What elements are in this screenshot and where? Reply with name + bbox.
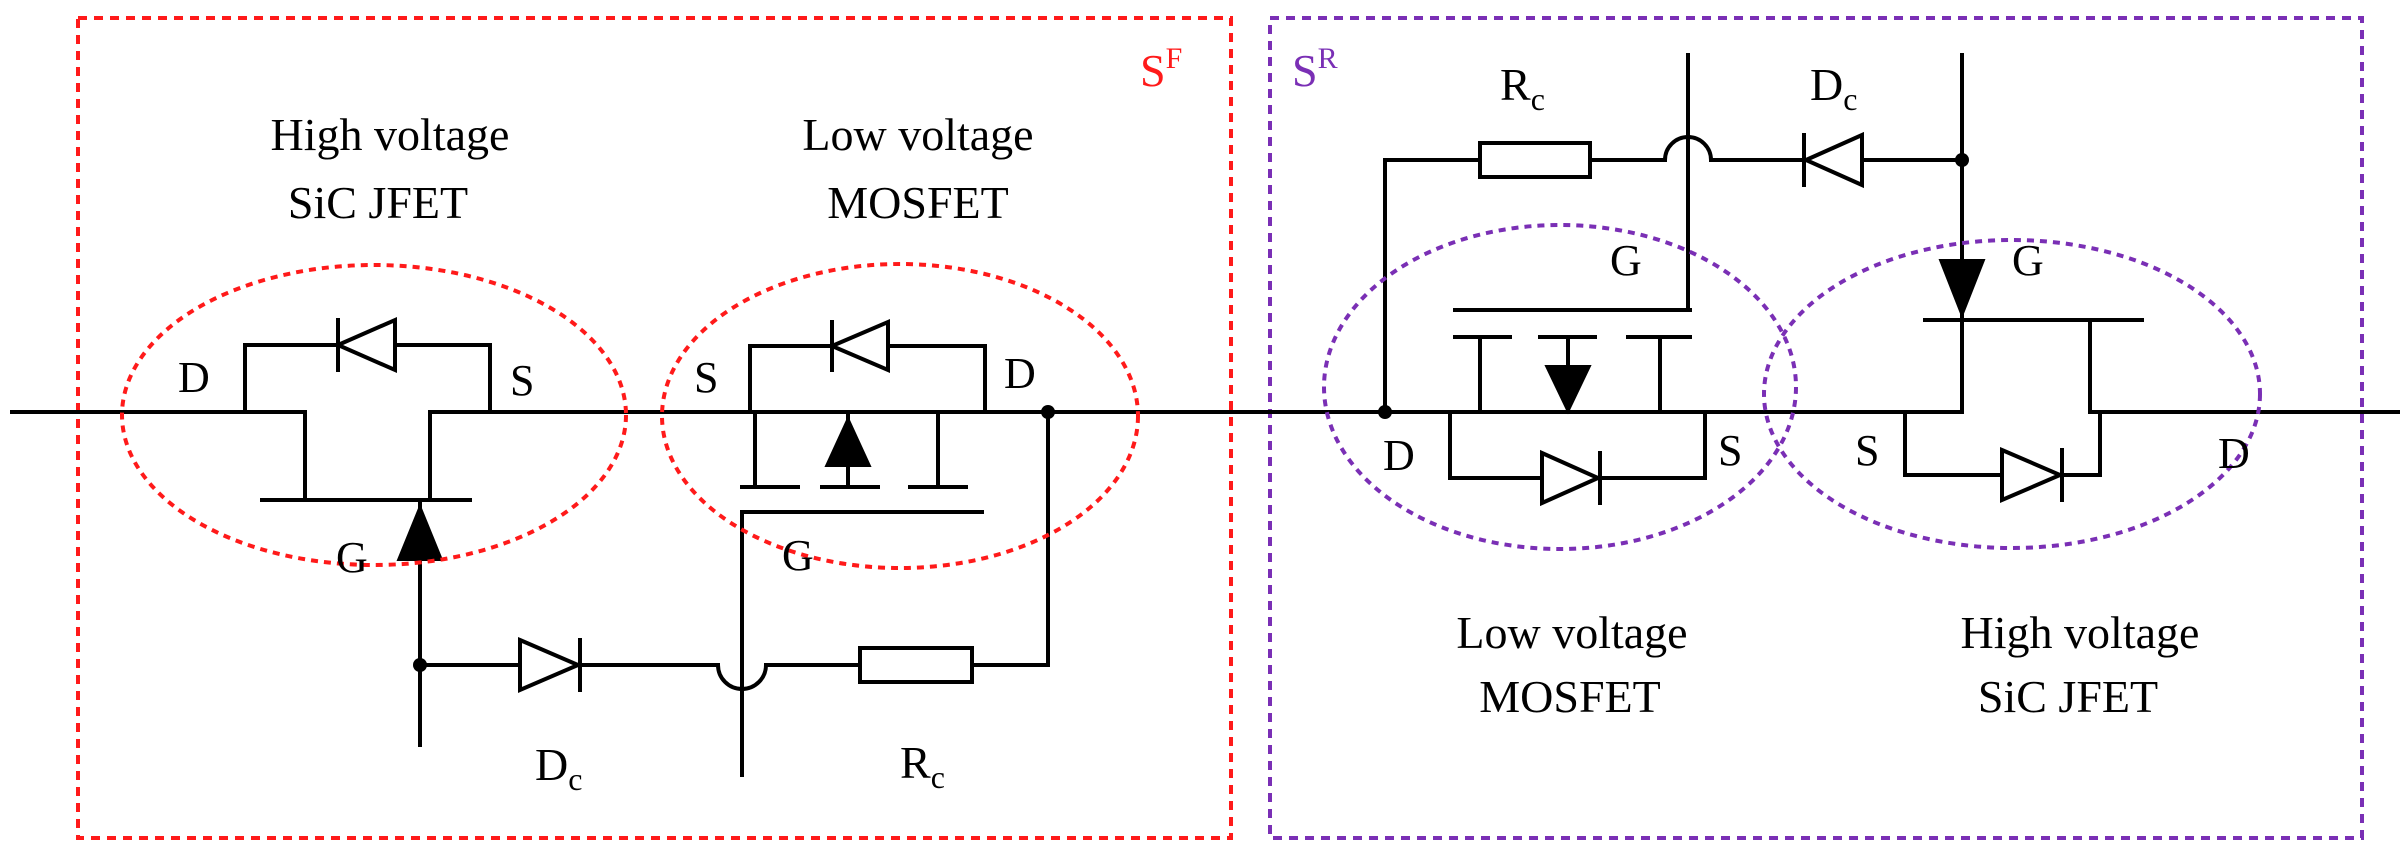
reverse-mosfet-caption-line2: MOSFET	[1479, 671, 1660, 722]
reverse-mosfet-gate-label: G	[1610, 236, 1642, 285]
forward-jfet-caption-line2: SiC JFET	[288, 177, 468, 228]
reverse-mosfet-body-arrow	[1544, 365, 1592, 415]
forward-switch-label: SF	[1140, 42, 1182, 96]
reverse-mosfet-ellipse	[1322, 223, 1798, 551]
reverse-mosfet-source-label: S	[1718, 426, 1742, 475]
forward-mosfet-drain-label: D	[1004, 349, 1036, 398]
reverse-jfet-diode	[2000, 446, 2066, 504]
forward-jfet-gate-label: G	[336, 533, 368, 582]
forward-mosfet	[580, 318, 987, 777]
forward-mosfet-caption-line2: MOSFET	[827, 177, 1008, 228]
reverse-jfet-caption-line2: SiC JFET	[1978, 671, 2158, 722]
reverse-switch-box	[1268, 16, 2364, 840]
forward-jfet-caption-line1: High voltage	[271, 109, 510, 160]
reverse-clamp-branch	[1383, 131, 1964, 414]
reverse-clamp-diode-label: Dc	[1810, 59, 1857, 117]
forward-mosfet-body-arrow	[824, 415, 872, 467]
reverse-jfet-gate-arrow	[1938, 259, 1986, 319]
forward-jfet-gate-arrow	[396, 503, 444, 561]
forward-jfet-drain-label: D	[178, 353, 210, 402]
reverse-jfet-ellipse	[1762, 238, 2262, 550]
reverse-clamp-diode	[1801, 131, 1864, 189]
forward-clamp-diode-label: Dc	[535, 739, 582, 797]
reverse-switch-label: SR	[1292, 42, 1338, 96]
reverse-clamp-resistor	[1478, 141, 1592, 179]
forward-clamp-branch	[418, 410, 1050, 694]
reverse-clamp-resistor-label: Rc	[1500, 59, 1545, 117]
forward-mosfet-caption-line1: Low voltage	[802, 109, 1033, 160]
forward-jfet-source-label: S	[510, 356, 534, 405]
forward-switch-box	[76, 16, 1233, 840]
reverse-mosfet-drain-label: D	[1383, 431, 1415, 480]
reverse-jfet	[1903, 53, 2144, 504]
forward-clamp-diode	[518, 636, 584, 694]
forward-jfet	[243, 316, 492, 747]
reverse-jfet-source-label: S	[1855, 426, 1879, 475]
forward-mosfet-gate-label: G	[782, 531, 814, 580]
forward-mosfet-diode	[826, 318, 890, 374]
forward-clamp-resistor-label: Rc	[900, 737, 945, 795]
forward-clamp-resistor	[858, 646, 974, 684]
reverse-jfet-drain-label: D	[2218, 429, 2250, 478]
reverse-mosfet	[1383, 53, 1707, 507]
forward-mosfet-source-label: S	[694, 353, 718, 402]
reverse-mosfet-caption-line1: Low voltage	[1456, 607, 1687, 658]
forward-mosfet-ellipse	[660, 262, 1140, 570]
reverse-jfet-gate-label: G	[2012, 236, 2044, 285]
reverse-jfet-caption-line1: High voltage	[1961, 607, 2200, 658]
reverse-mosfet-diode	[1540, 449, 1603, 507]
forward-jfet-diode	[333, 316, 397, 374]
forward-jfet-ellipse	[120, 263, 628, 567]
